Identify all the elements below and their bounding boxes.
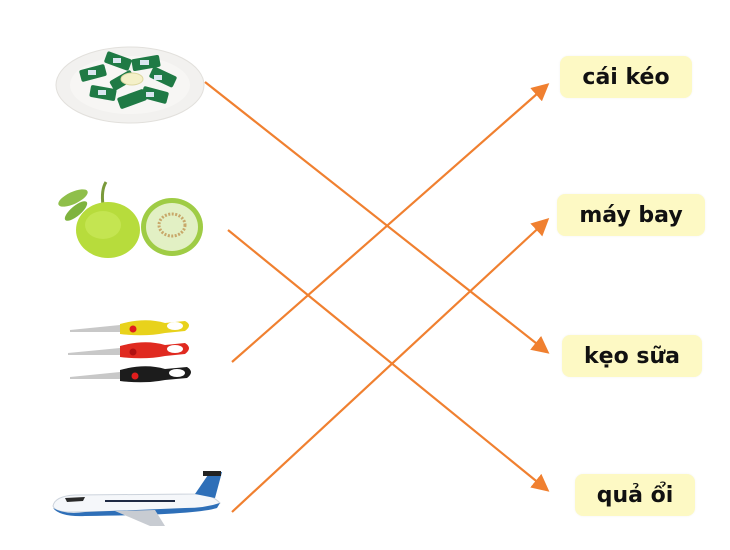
match-line-guava-qua-oi: [227, 229, 550, 492]
guava-image: [48, 175, 218, 263]
match-line-scissors-cai-keo: [231, 83, 550, 363]
airplane-image: [45, 468, 225, 533]
guava-icon: [58, 181, 203, 258]
candy-plate-image: [50, 35, 210, 130]
word-card-qua-oi[interactable]: quả ổi: [575, 474, 695, 516]
scissors-image: [65, 315, 205, 395]
match-line-candy-keo-sua: [204, 81, 550, 354]
candy-plate-icon: [55, 46, 205, 124]
match-line-airplane-may-bay: [231, 218, 550, 513]
scissors-icon: [68, 320, 191, 383]
word-card-keo-sua[interactable]: kẹo sữa: [562, 335, 702, 377]
word-card-may-bay[interactable]: máy bay: [557, 194, 705, 236]
word-card-cai-keo[interactable]: cái kéo: [560, 56, 692, 98]
airplane-icon: [52, 471, 222, 526]
